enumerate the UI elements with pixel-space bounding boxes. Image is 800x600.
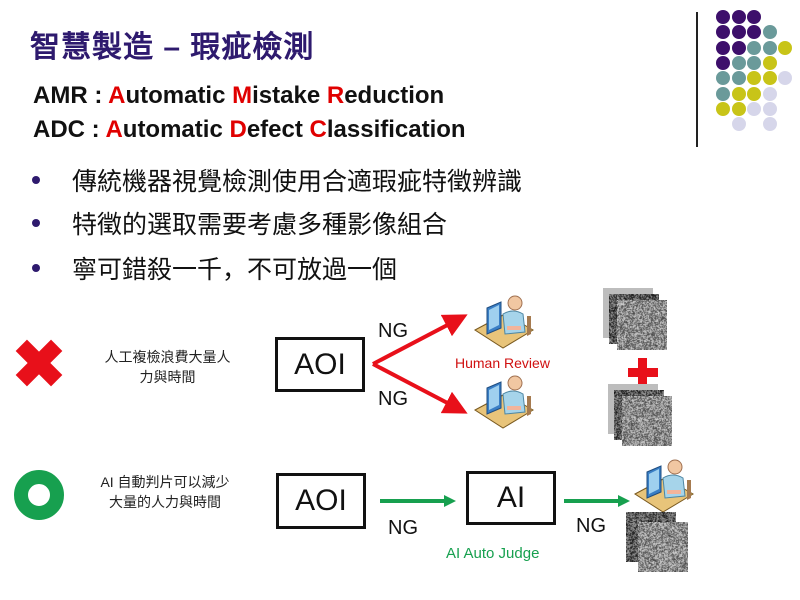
bullet-item: 特徵的選取需要考慮多種影像組合 — [32, 205, 447, 241]
bullet-icon — [32, 263, 40, 272]
decor-dot-yellow — [731, 86, 746, 101]
decor-dot-yellow — [747, 71, 761, 86]
decor-dot-purple — [731, 10, 746, 24]
acronym-initial: A — [105, 116, 123, 143]
acronym-initial: M — [232, 82, 253, 109]
ng-label-bottom: NG — [378, 388, 408, 410]
ai-description-line1: AI 自動判片可以減少 — [100, 474, 230, 490]
bullet-item: 傳統機器視覺檢測使用合適瑕疵特徵辨識 — [32, 162, 522, 198]
decorative-dot-grid — [716, 10, 796, 140]
decor-dot-yellow — [762, 55, 777, 70]
ai-auto-judge-label: AI Auto Judge — [446, 545, 540, 562]
acronym-initial: D — [229, 116, 247, 143]
decor-dot-lavender — [731, 117, 746, 132]
ai-description-line2: 大量的人力與時間 — [109, 494, 221, 510]
defect-image-tile — [638, 522, 688, 572]
decor-dot-teal — [762, 25, 777, 40]
decor-dot-teal — [762, 40, 777, 55]
decor-dot-teal — [716, 71, 730, 86]
acronym-word: utomatic — [122, 116, 230, 143]
decor-dot-lavender — [778, 71, 792, 86]
decor-dot-yellow — [762, 71, 777, 86]
acronym-word: utomatic — [125, 82, 233, 109]
red-split-arrows — [372, 314, 468, 414]
acronym-initial: A — [108, 82, 126, 109]
traditional-description-line1: 人工複檢浪費大量人 — [104, 349, 231, 365]
bullet-item: 寧可錯殺一千，不可放過一個 — [32, 250, 397, 286]
acronym-abbr: AMR : — [33, 82, 109, 109]
decor-dot-teal — [747, 40, 761, 55]
human-reviewer-icon — [474, 295, 534, 349]
acronym-amr: AMR : Automatic Mistake Reduction — [33, 82, 444, 110]
decor-dot-purple — [747, 25, 761, 40]
ai-description: AI 自動判片可以減少 大量的人力與時間 — [75, 472, 255, 512]
decor-dot-yellow — [747, 86, 761, 101]
traditional-description-line2: 力與時間 — [139, 369, 196, 385]
bullet-text: 傳統機器視覺檢測使用合適瑕疵特徵辨識 — [72, 167, 523, 196]
acronym-initial: R — [326, 82, 345, 109]
human-reviewer-icon — [474, 375, 534, 429]
decor-dot-lavender — [762, 86, 777, 101]
aoi-box-traditional: AOI — [275, 337, 365, 392]
defect-image-tile — [622, 396, 672, 446]
decor-dot-teal — [747, 55, 761, 70]
traditional-description: 人工複檢浪費大量人 力與時間 — [80, 347, 255, 387]
decor-dot-purple — [716, 55, 730, 70]
human-reviewer-icon — [634, 459, 694, 513]
aoi-label: AOI — [295, 484, 347, 517]
acronym-initial: C — [309, 116, 327, 143]
defect-image-tile — [617, 300, 667, 350]
plus-icon — [628, 358, 658, 388]
divider-line — [696, 12, 698, 147]
circle-icon — [14, 470, 64, 520]
aoi-box-ai: AOI — [276, 473, 366, 529]
decor-dot-lavender — [762, 117, 777, 132]
arrow-to-reviewer-bottom — [372, 362, 468, 414]
aoi-label: AOI — [294, 347, 346, 381]
decor-dot-purple — [731, 25, 746, 40]
ai-box: AI — [466, 471, 556, 525]
bullet-text: 特徵的選取需要考慮多種影像組合 — [72, 210, 448, 239]
human-review-label: Human Review — [455, 355, 550, 371]
acronym-word: istake — [252, 82, 327, 109]
ng-label-second: NG — [576, 515, 606, 537]
decor-dot-yellow — [731, 101, 746, 116]
acronym-adc: ADC : Automatic Defect Classification — [33, 116, 466, 144]
ai-label: AI — [496, 481, 526, 514]
bullet-icon — [32, 218, 40, 227]
arrow-to-reviewer-top — [372, 314, 468, 366]
decor-dot-teal — [716, 86, 730, 101]
decor-dot-purple — [716, 25, 730, 40]
acronym-word: lassification — [326, 116, 466, 143]
ng-label-top: NG — [378, 320, 408, 342]
decor-dot-yellow — [778, 40, 792, 55]
decor-dot-purple — [716, 10, 730, 24]
acronym-abbr: ADC : — [33, 116, 106, 143]
slide-title: 智慧製造 – 瑕疵檢測 — [30, 31, 315, 64]
decor-dot-purple — [716, 40, 730, 55]
decor-dot-lavender — [747, 101, 761, 116]
decor-dot-yellow — [716, 101, 730, 116]
decor-dot-teal — [731, 71, 746, 86]
cross-icon — [15, 339, 63, 387]
decor-dot-purple — [731, 40, 746, 55]
green-arrow-to-reviewer — [564, 495, 630, 507]
bullet-icon — [32, 175, 40, 184]
acronym-word: efect — [246, 116, 310, 143]
decor-dot-teal — [731, 55, 746, 70]
decor-dot-purple — [747, 10, 761, 24]
ng-label-first: NG — [388, 517, 418, 539]
bullet-text: 寧可錯殺一千，不可放過一個 — [72, 255, 398, 284]
acronym-word: eduction — [344, 82, 445, 109]
green-arrow-to-ai — [380, 495, 456, 507]
decor-dot-lavender — [762, 101, 777, 116]
